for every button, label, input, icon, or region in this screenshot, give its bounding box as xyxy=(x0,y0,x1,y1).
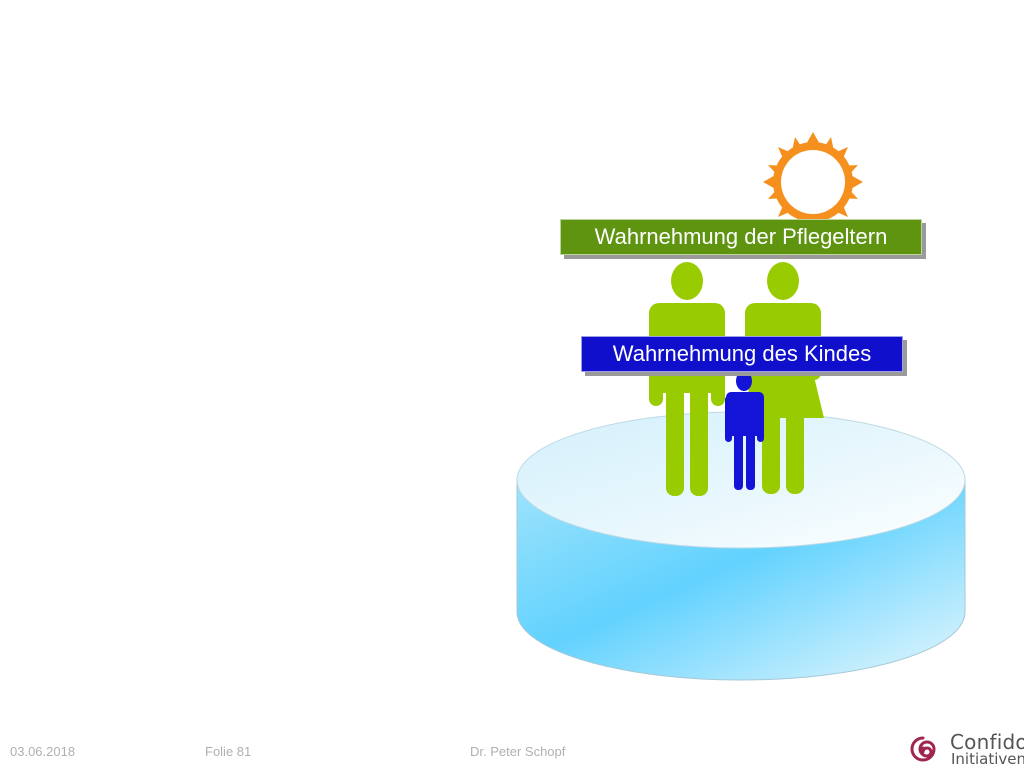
child-perception-label: Wahrnehmung des Kindes xyxy=(581,336,903,372)
footer-date: 03.06.2018 xyxy=(10,744,76,759)
child-figure-icon xyxy=(725,371,764,490)
logo-text-confido: Confido xyxy=(950,730,1024,754)
sun-icon xyxy=(763,132,863,232)
confido-spiral-icon xyxy=(910,736,936,762)
parents-perception-label: Wahrnehmung der Pflegeltern xyxy=(560,219,922,255)
footer-author: Dr. Peter Schopf xyxy=(470,744,566,759)
confido-logo: Confido Initiativen xyxy=(904,728,1024,768)
logo-text-initiativen: Initiativen xyxy=(951,750,1024,768)
footer-slide-number: Folie 81 xyxy=(205,744,252,759)
